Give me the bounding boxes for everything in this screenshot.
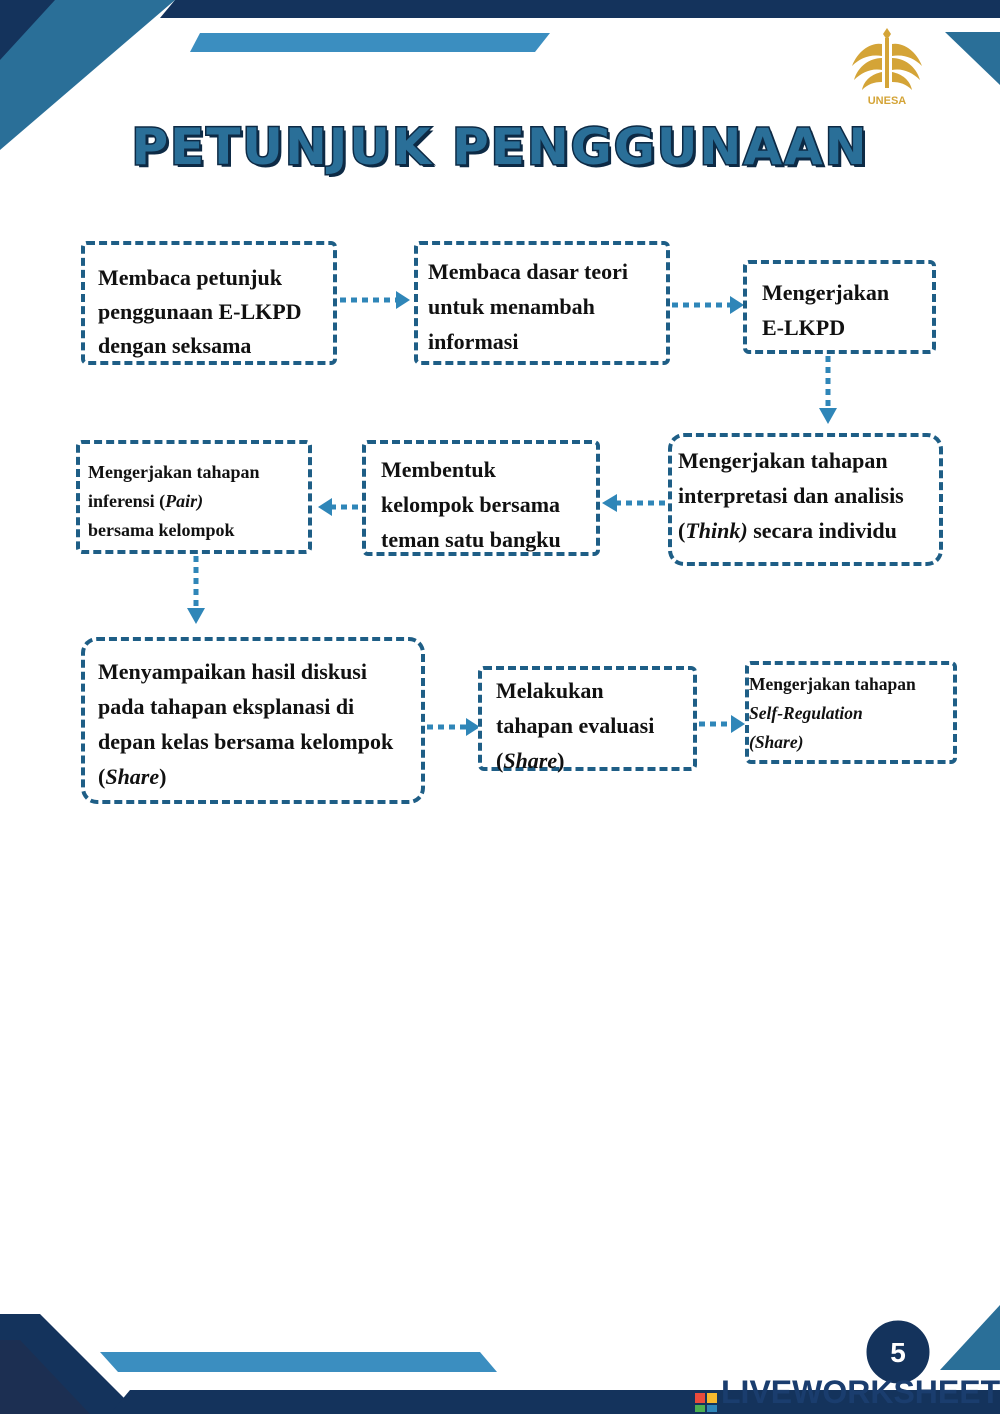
page-number-badge: 5 (862, 1316, 934, 1388)
step4-line-1: Mengerjakan tahapan (678, 448, 888, 473)
step1-line-3: dengan seksama (98, 333, 252, 358)
flow-step-7: Menyampaikan hasil diskusi pada tahapan … (81, 637, 425, 804)
step7-paren-open: ( (98, 764, 106, 789)
top-left-corner-dark (0, 0, 55, 60)
step2-line-1: Membaca dasar teori (428, 259, 628, 284)
flow-step-4: Mengerjakan tahapan interpretasi dan ana… (668, 433, 943, 566)
top-right-corner-shape (945, 32, 1000, 85)
step8-line-3: (Share) (496, 743, 689, 778)
step2-line-2: untuk menambah (428, 294, 595, 319)
arrow-heads (187, 291, 837, 736)
step7-line-1: Menyampaikan hasil diskusi (98, 659, 367, 684)
arrowhead-down-1 (819, 408, 837, 424)
arrowhead-right-2 (730, 296, 744, 314)
flow-step-2: Membaca dasar teori untuk menambah infor… (414, 241, 670, 365)
arrowhead-right-3 (466, 718, 480, 736)
flow-step-5: Membentuk kelompok bersama teman satu ba… (362, 440, 600, 556)
step8-paren-open: ( (496, 748, 504, 773)
step4-paren: ( (678, 518, 686, 543)
step6-line-2: inferensi (Pair) (88, 487, 304, 516)
arrowhead-left-2 (318, 498, 332, 516)
flow-step-3: Mengerjakan E-LKPD (743, 260, 936, 354)
step9-line-2: Self-Regulation (749, 703, 863, 723)
step8-paren-close: ) (557, 748, 565, 773)
page-title: PETUNJUK PENGGUNAAN (130, 117, 869, 178)
step8-line-1: Melakukan (496, 678, 604, 703)
liveworksheets-badge-icon (695, 1384, 717, 1412)
unesa-logo: UNESA (852, 28, 922, 107)
step5-line-3: teman satu bangku (381, 527, 561, 552)
top-accent-bar (190, 33, 550, 52)
flow-step-8: Melakukan tahapan evaluasi (Share) (478, 666, 697, 773)
arrowhead-left-1 (602, 494, 617, 512)
step7-paren-close: ) (159, 764, 167, 789)
step6-line-3: bersama kelompok (88, 520, 235, 540)
step6-pair-label: Pair) (165, 491, 204, 511)
logo-text: UNESA (868, 95, 907, 107)
step7-line-4: (Share) (98, 759, 419, 794)
step3-line-1: Mengerjakan (762, 280, 890, 305)
step7-line-2: pada tahapan eksplanasi di (98, 694, 355, 719)
flow-step-6: Mengerjakan tahapan inferensi (Pair) ber… (76, 440, 312, 554)
top-band-dark (160, 0, 1000, 18)
step3-line-2: E-LKPD (762, 315, 846, 340)
top-left-corner-shape (0, 0, 175, 150)
flow-step-1: Membaca petunjuk penggunaan E-LKPD denga… (81, 241, 337, 365)
unesa-logo-icon (852, 28, 922, 90)
step4-line-3-rest: secara individu (747, 518, 897, 543)
watermark-text: LIVEWORKSHEETS (721, 1374, 1000, 1410)
bottom-band-dark (110, 1390, 1000, 1414)
step9-line-1: Mengerjakan tahapan (749, 674, 916, 694)
step6-line-1: Mengerjakan tahapan (88, 462, 260, 482)
step1-line-1: Membaca petunjuk (98, 265, 282, 290)
step5-line-1: Membentuk (381, 457, 496, 482)
bottom-accent-bar (100, 1352, 497, 1372)
step1-line-2: penggunaan E-LKPD (98, 299, 302, 324)
flow-step-9: Mengerjakan tahapan Self-Regulation (Sha… (745, 661, 957, 764)
step9-line-3: (Share) (749, 732, 804, 752)
step2-line-3: informasi (428, 329, 519, 354)
arrowhead-down-2 (187, 608, 205, 624)
bottom-right-corner-shape (940, 1305, 1000, 1370)
step8-line-2: tahapan evaluasi (496, 713, 655, 738)
step6-line-2-pre: inferensi ( (88, 491, 166, 511)
step7-share-label: Share (105, 764, 160, 789)
arrowhead-right-1 (396, 291, 410, 309)
bottom-left-corner-inner (0, 1340, 90, 1414)
step4-line-3: (Think) secara individu (678, 513, 935, 548)
step7-line-3: depan kelas bersama kelompok (98, 729, 394, 754)
step4-line-2: interpretasi dan analisis (678, 483, 904, 508)
flow-arrows (193, 297, 831, 730)
page-number: 5 (890, 1337, 906, 1368)
step8-share-label: Share (503, 748, 558, 773)
arrowhead-right-4 (731, 715, 745, 733)
step5-line-2: kelompok bersama (381, 492, 561, 517)
step4-think-label: Think) (685, 518, 748, 543)
watermark: LIVEWORKSHEETS (695, 1372, 1000, 1412)
